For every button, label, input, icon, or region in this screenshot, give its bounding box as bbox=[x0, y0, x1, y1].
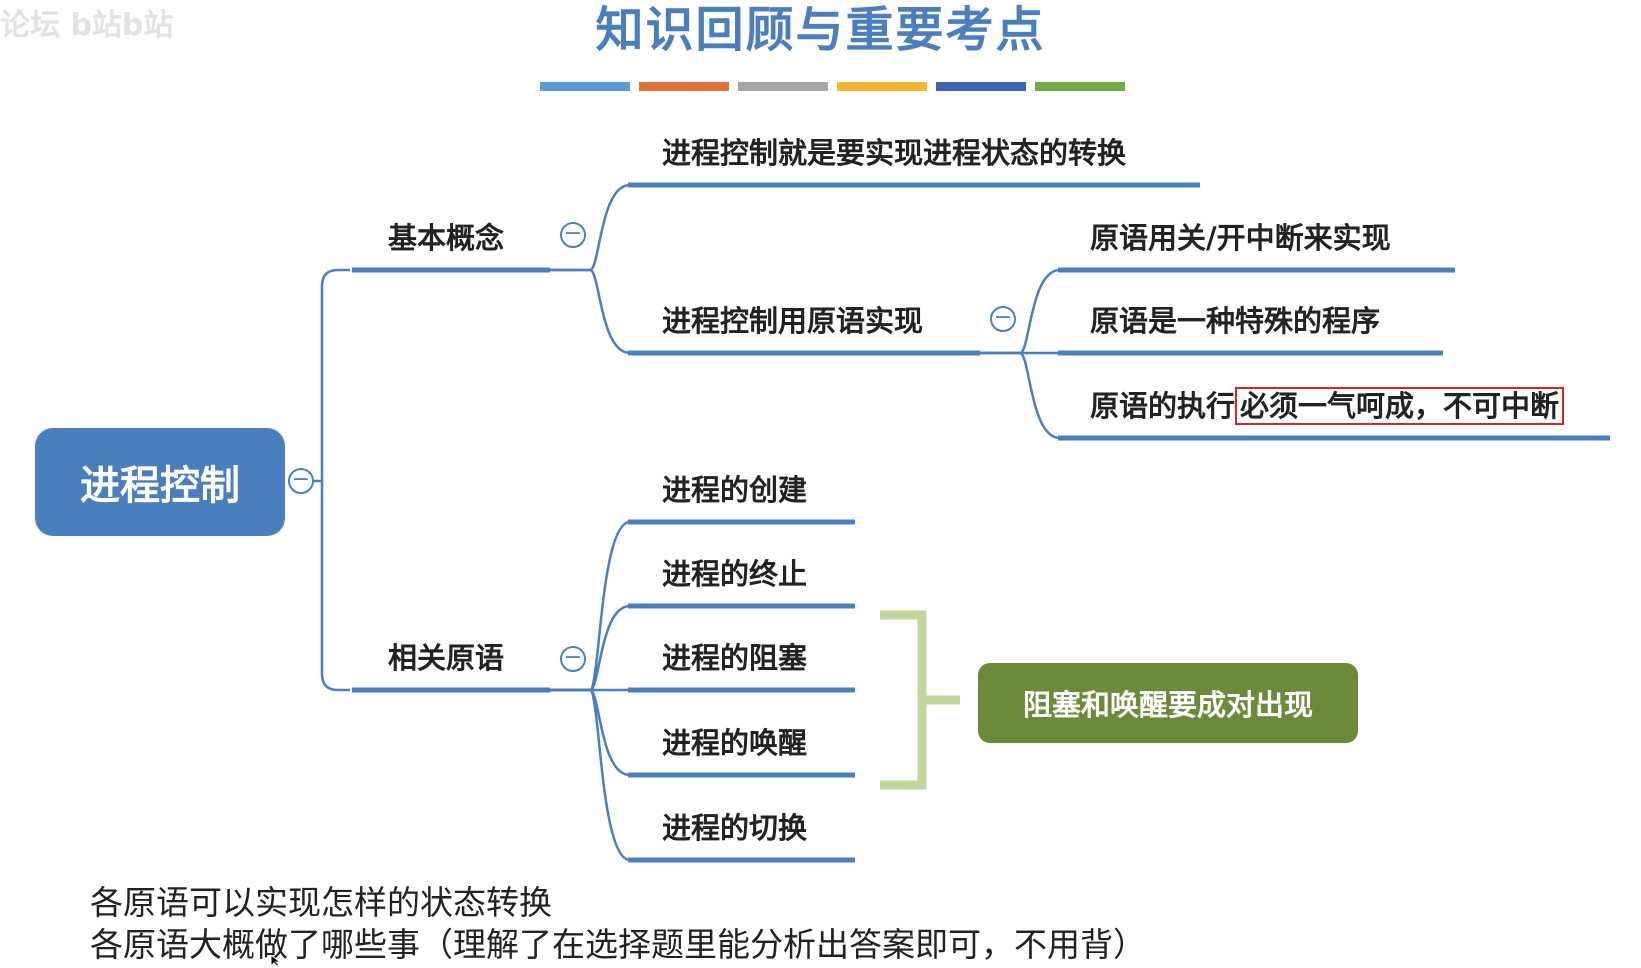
connector-wakeup bbox=[550, 688, 631, 777]
node-related-primitives[interactable]: 相关原语 bbox=[388, 641, 505, 675]
collapse-related-icon[interactable]: − bbox=[560, 646, 586, 672]
connector-prim-3 bbox=[980, 351, 1061, 440]
node-definition[interactable]: 进程控制就是要实现进程状态的转换 bbox=[662, 136, 1127, 170]
node-prim-2[interactable]: 原语是一种特殊的程序 bbox=[1090, 304, 1381, 338]
note-line-2: 各原语大概做了哪些事（理解了在选择题里能分析出答案即可，不用背） bbox=[90, 925, 1146, 964]
note-line-1: 各原语可以实现怎样的状态转换 bbox=[90, 883, 552, 922]
watermark: 论坛 b站b站 bbox=[0, 8, 174, 43]
node-basic-concepts[interactable]: 基本概念 bbox=[388, 221, 505, 255]
node-wakeup[interactable]: 进程的唤醒 bbox=[662, 726, 808, 760]
node-primitive-impl[interactable]: 进程控制用原语实现 bbox=[662, 304, 924, 338]
connector-terminate bbox=[550, 604, 631, 692]
connector-primitive-impl bbox=[550, 268, 631, 355]
color-segment-2 bbox=[639, 82, 729, 91]
summary-bracket bbox=[880, 610, 927, 790]
color-segment-4 bbox=[837, 82, 927, 91]
node-terminate[interactable]: 进程的终止 bbox=[662, 557, 808, 591]
connector-basic bbox=[320, 268, 350, 481]
connector-switch bbox=[550, 688, 631, 862]
highlight-box: 必须一气呵成，不可中断 bbox=[1235, 387, 1565, 425]
root-node[interactable]: 进程控制 bbox=[35, 428, 285, 536]
color-segment-5 bbox=[936, 82, 1026, 91]
node-switch[interactable]: 进程的切换 bbox=[662, 811, 808, 845]
node-prim-1[interactable]: 原语用关/开中断来实现 bbox=[1090, 221, 1391, 255]
collapse-root-icon[interactable]: − bbox=[288, 468, 314, 494]
summary-node[interactable]: 阻塞和唤醒要成对出现 bbox=[978, 663, 1358, 743]
page-title: 知识回顾与重要考点 bbox=[595, 2, 1046, 58]
color-segment-1 bbox=[540, 82, 630, 91]
connector-related bbox=[320, 481, 350, 692]
node-prim-3-prefix: 原语的执行 bbox=[1090, 389, 1236, 423]
node-block[interactable]: 进程的阻塞 bbox=[662, 641, 808, 675]
color-segment-6 bbox=[1035, 82, 1125, 91]
color-bar bbox=[540, 82, 1125, 92]
node-prim-3[interactable]: 原语的执行必须一气呵成，不可中断 bbox=[1090, 387, 1565, 425]
collapse-basic-icon[interactable]: − bbox=[560, 222, 586, 248]
mouse-cursor-icon bbox=[270, 955, 282, 967]
node-create[interactable]: 进程的创建 bbox=[662, 473, 808, 507]
collapse-primitive-icon[interactable]: − bbox=[990, 306, 1016, 332]
color-segment-3 bbox=[738, 82, 828, 91]
